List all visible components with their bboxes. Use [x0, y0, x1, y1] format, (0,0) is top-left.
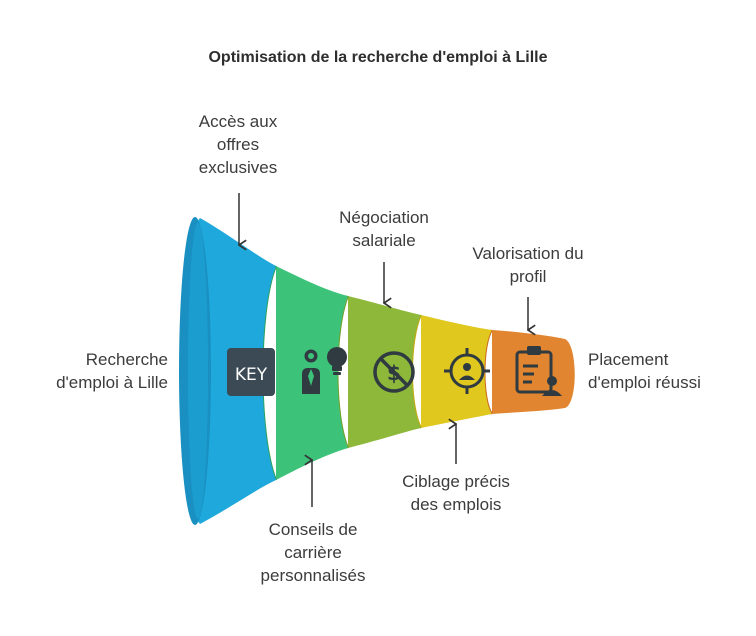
- funnel-segment-negotiation: [348, 296, 421, 448]
- no-dollar-icon: $: [373, 351, 415, 393]
- key-icon: KEY: [227, 348, 275, 396]
- clipboard-profile-icon: [515, 346, 562, 396]
- svg-text:KEY: KEY: [235, 365, 268, 385]
- target-person-icon: [444, 348, 490, 394]
- svg-text:$: $: [387, 361, 401, 385]
- diagram-title: Optimisation de la recherche d'emploi à …: [208, 49, 548, 66]
- advisor-idea-icon: [302, 347, 347, 394]
- funnel-segment-profile: [492, 330, 575, 414]
- funnel-segment-targeting: [421, 315, 492, 428]
